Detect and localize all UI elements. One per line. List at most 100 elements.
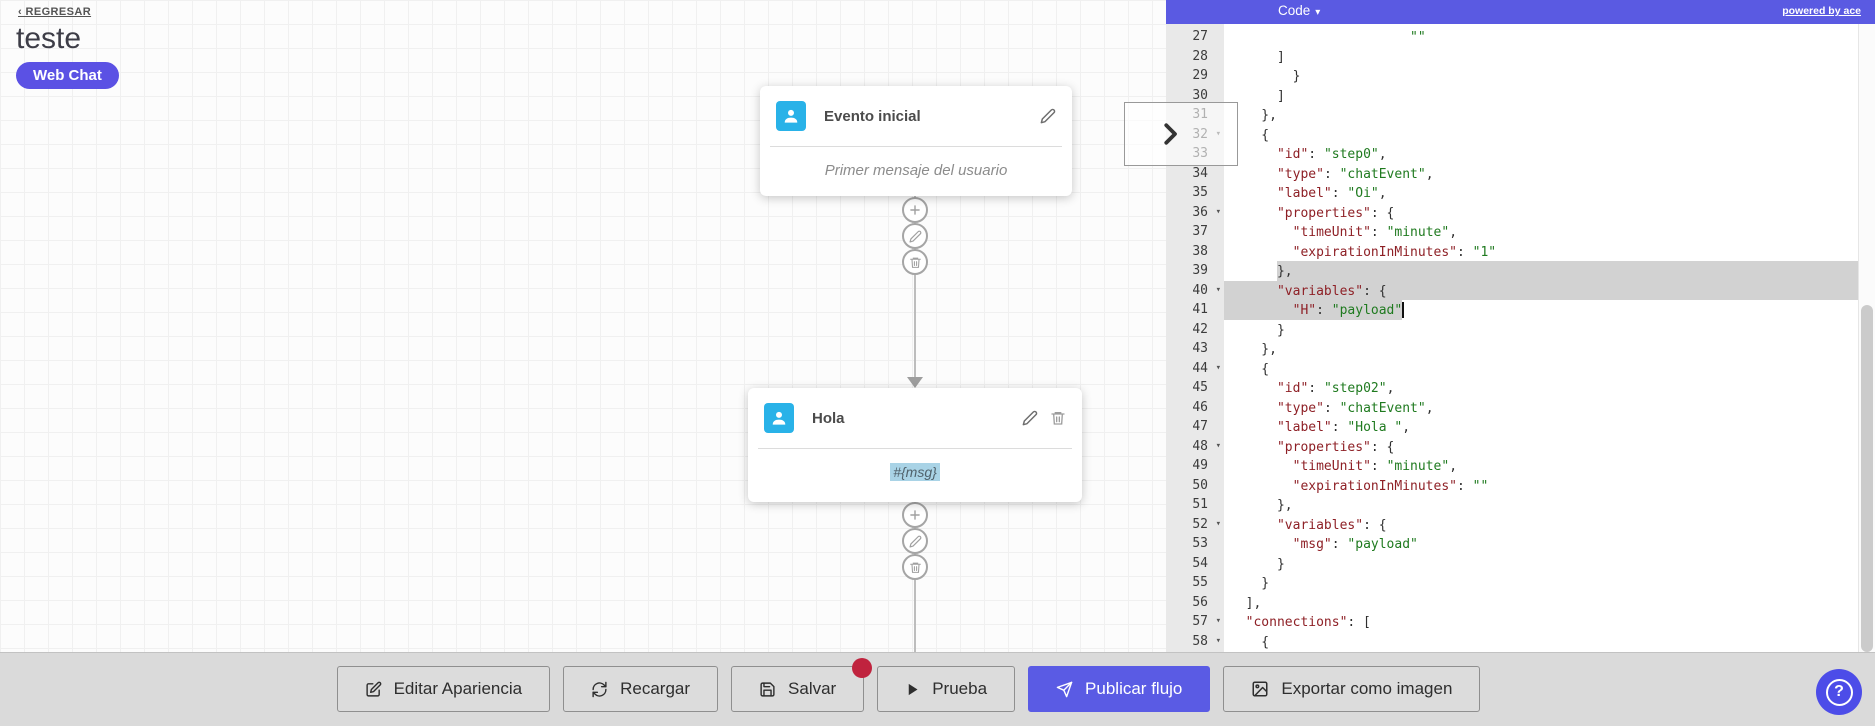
code-line[interactable]: "expirationInMinutes": "1" xyxy=(1292,244,1497,260)
delete-connection-button[interactable] xyxy=(902,249,928,275)
gutter-line-number[interactable]: 57▾ xyxy=(1166,612,1224,632)
code-line[interactable]: { xyxy=(1230,634,1270,650)
panel-collapse-button[interactable] xyxy=(1124,102,1238,166)
delete-connection-button[interactable] xyxy=(902,554,928,580)
mode-label: Code xyxy=(1278,3,1311,18)
code-line[interactable]: }, xyxy=(1224,261,1858,281)
code-line[interactable]: { xyxy=(1230,127,1270,143)
code-line[interactable]: } xyxy=(1230,576,1270,591)
code-line[interactable]: "id": "step02", xyxy=(1276,381,1395,396)
editor-scrollbar xyxy=(1858,24,1875,652)
gutter-line-number[interactable]: 27 xyxy=(1192,29,1208,44)
fold-arrow-icon[interactable]: ▾ xyxy=(1215,616,1221,626)
help-button[interactable]: ? xyxy=(1816,669,1862,715)
gutter-line-number[interactable]: 38 xyxy=(1192,243,1208,259)
fold-arrow-icon[interactable]: ▾ xyxy=(1215,440,1221,451)
fold-arrow-icon[interactable]: ▾ xyxy=(1215,518,1221,529)
code-line[interactable]: "id": "step0", xyxy=(1276,147,1387,162)
gutter-line-number[interactable]: 36▾ xyxy=(1166,203,1224,223)
code-line-active[interactable]: "H": "payload" xyxy=(1224,300,1858,320)
gutter-line-number[interactable]: 42 xyxy=(1192,321,1208,337)
edit-connection-button[interactable] xyxy=(902,223,928,249)
gutter-line-number[interactable]: 41 xyxy=(1192,302,1208,317)
code-line[interactable]: } xyxy=(1230,69,1301,84)
gutter-line-number[interactable]: 50 xyxy=(1192,477,1208,493)
edit-appearance-button[interactable]: Editar Apariencia xyxy=(336,666,551,712)
code-line[interactable]: "type": "chatEvent", xyxy=(1276,166,1434,182)
edit-connection-button[interactable] xyxy=(902,528,928,554)
gutter-line-number[interactable]: 37 xyxy=(1192,224,1208,239)
code-line[interactable]: ] xyxy=(1230,49,1285,65)
gutter-line-number[interactable]: 46 xyxy=(1192,399,1208,415)
gutter-line-number[interactable]: 45 xyxy=(1192,380,1208,395)
code-line[interactable]: "connections": [ xyxy=(1245,615,1371,630)
code-line[interactable]: ], xyxy=(1230,595,1262,611)
gutter-line-number[interactable]: 58▾ xyxy=(1166,632,1224,652)
code-line[interactable]: "" xyxy=(1410,30,1426,45)
gutter-line-number[interactable]: 34 xyxy=(1192,165,1208,181)
gutter-line-number[interactable]: 29 xyxy=(1192,68,1208,83)
gutter-line-number[interactable]: 56 xyxy=(1192,594,1208,610)
gutter-line-number[interactable]: 53 xyxy=(1192,536,1208,551)
gutter-line-number[interactable]: 43 xyxy=(1192,341,1208,356)
gutter-line-number[interactable]: 51 xyxy=(1192,497,1208,512)
mode-dropdown[interactable]: Code ▾ xyxy=(1278,3,1320,18)
code-line[interactable]: ] xyxy=(1230,88,1285,104)
export-image-button[interactable]: Exportar como imagen xyxy=(1223,666,1481,712)
code-line[interactable]: }, xyxy=(1230,498,1293,513)
add-step-button[interactable] xyxy=(902,197,928,223)
code-line[interactable]: "timeUnit": "minute", xyxy=(1292,459,1458,474)
edit-node-icon[interactable] xyxy=(1022,410,1038,426)
code-line[interactable]: }, xyxy=(1230,108,1277,123)
code-line[interactable]: "timeUnit": "minute", xyxy=(1292,225,1458,240)
code-line[interactable]: } xyxy=(1230,322,1285,338)
flow-node-evento-inicial[interactable]: Evento inicial Primer mensaje del usuari… xyxy=(760,86,1072,196)
code-line[interactable]: "properties": { xyxy=(1276,205,1395,221)
scrollbar-thumb[interactable] xyxy=(1861,305,1873,652)
save-button[interactable]: Salvar xyxy=(731,658,873,712)
back-link[interactable]: ‹ REGRESAR xyxy=(18,6,92,18)
add-step-button[interactable] xyxy=(902,502,928,528)
code-line[interactable]: "label": "Oi", xyxy=(1276,186,1387,201)
code-line[interactable]: "variables": { xyxy=(1276,517,1387,533)
gutter-line-number[interactable]: 35 xyxy=(1192,185,1208,200)
fold-arrow-icon[interactable]: ▾ xyxy=(1215,206,1221,217)
editor-content[interactable]: "" ] } ] }, { "id": "step0", "type": "ch… xyxy=(1224,24,1858,652)
code-line[interactable]: }, xyxy=(1230,342,1277,357)
code-line[interactable]: "properties": { xyxy=(1276,439,1395,455)
code-line[interactable]: { xyxy=(1230,361,1270,377)
code-line[interactable]: "variables": { xyxy=(1224,280,1858,300)
gutter-line-number[interactable]: 40▾ xyxy=(1166,281,1224,301)
flow-node-hola[interactable]: Hola #{msg} xyxy=(748,388,1082,502)
code-line[interactable]: "type": "chatEvent", xyxy=(1276,400,1434,416)
code-panel-header: Code ▾ powered by ace xyxy=(1166,0,1875,24)
fold-arrow-icon[interactable]: ▾ xyxy=(1215,284,1221,295)
gutter-line-number[interactable]: 48▾ xyxy=(1166,437,1224,457)
code-editor[interactable]: 272829303132▾33343536▾37383940▾41424344▾… xyxy=(1166,24,1875,652)
caret-down-icon: ▾ xyxy=(1315,7,1321,18)
publish-flow-button[interactable]: Publicar flujo xyxy=(1028,666,1211,712)
code-line[interactable]: "label": "Hola ", xyxy=(1276,420,1411,435)
reload-button[interactable]: Recargar xyxy=(563,666,719,712)
flow-canvas[interactable]: ‹ REGRESAR teste Web Chat xyxy=(0,0,1166,652)
edit-node-icon[interactable] xyxy=(1040,108,1056,124)
gutter-line-number[interactable]: 54 xyxy=(1192,555,1208,571)
gutter-line-number[interactable]: 39 xyxy=(1192,263,1208,278)
gutter-line-number[interactable]: 55 xyxy=(1192,575,1208,590)
gutter-line-number[interactable]: 52▾ xyxy=(1166,515,1224,535)
trash-icon xyxy=(909,256,922,269)
fold-arrow-icon[interactable]: ▾ xyxy=(1215,362,1221,373)
gutter-line-number[interactable]: 28 xyxy=(1192,48,1208,64)
code-line[interactable]: "msg": "payload" xyxy=(1292,537,1418,552)
connector-arrow-icon xyxy=(907,377,923,388)
gutter-line-number[interactable]: 49 xyxy=(1192,458,1208,473)
code-line[interactable]: "expirationInMinutes": "" xyxy=(1292,478,1489,494)
gutter-line-number[interactable]: 44▾ xyxy=(1166,359,1224,379)
gutter-line-number[interactable]: 47 xyxy=(1192,419,1208,434)
gutter-line-number[interactable]: 30 xyxy=(1192,87,1208,103)
test-button[interactable]: Prueba xyxy=(877,666,1016,712)
delete-node-icon[interactable] xyxy=(1050,410,1066,426)
powered-by-ace-link[interactable]: powered by ace xyxy=(1782,5,1861,17)
fold-arrow-icon[interactable]: ▾ xyxy=(1215,635,1221,646)
code-line[interactable]: } xyxy=(1230,556,1285,572)
